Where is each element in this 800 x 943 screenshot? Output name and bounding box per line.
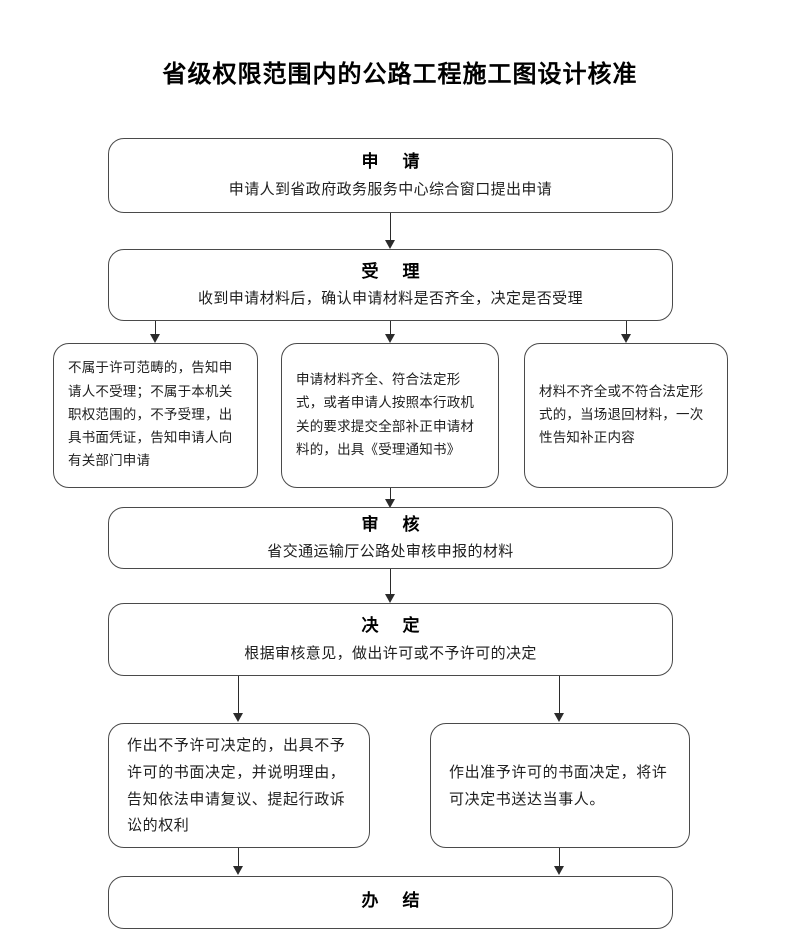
connector-outcome-deny-to-finish	[238, 848, 240, 867]
node-accept: 受 理 收到申请材料后，确认申请材料是否齐全，决定是否受理	[108, 249, 673, 321]
arrow-accept-to-branch-accept	[385, 334, 395, 343]
node-finish-title: 办 结	[361, 890, 429, 911]
node-accept-body: 收到申请材料后，确认申请材料是否齐全，决定是否受理	[197, 289, 583, 308]
connector-branch-accept-to-review	[390, 488, 392, 500]
connector-outcome-approve-to-finish	[559, 848, 561, 867]
connector-accept-to-branch-reject	[155, 321, 157, 334]
node-review-body: 省交通运输厅公路处审核申报的材料	[267, 542, 514, 561]
node-branch-accept-body: 申请材料齐全、符合法定形式，或者申请人按照本行政机关的要求提交全部补正申请材料的…	[296, 372, 475, 458]
connector-accept-to-branch-accept	[390, 321, 392, 334]
node-branch-return-body: 材料不齐全或不符合法定形式的，当场退回材料，一次性告知补正内容	[539, 383, 704, 447]
connector-accept-to-branch-return	[626, 321, 628, 334]
node-decision-title: 决 定	[361, 616, 429, 637]
node-apply: 申 请 申请人到省政府政务服务中心综合窗口提出申请	[108, 138, 673, 213]
node-branch-return: 材料不齐全或不符合法定形式的，当场退回材料，一次性告知补正内容	[524, 343, 728, 488]
node-apply-body: 申请人到省政府政务服务中心综合窗口提出申请	[228, 179, 553, 198]
node-decision-body: 根据审核意见，做出许可或不予许可的决定	[244, 643, 537, 662]
connector-review-to-decision	[390, 569, 392, 594]
arrow-branch-accept-to-review	[385, 499, 395, 508]
page-title: 省级权限范围内的公路工程施工图设计核准	[162, 60, 638, 88]
node-review-title: 审 核	[361, 514, 429, 535]
node-apply-title: 申 请	[361, 152, 429, 173]
node-outcome-deny-body: 作出不予许可决定的，出具不予许可的书面决定，并说明理由，告知依法申请复议、提起行…	[127, 736, 346, 835]
node-accept-title: 受 理	[361, 261, 429, 282]
arrow-accept-to-branch-return	[621, 334, 631, 343]
arrow-apply-to-accept	[385, 240, 395, 249]
connector-apply-to-accept	[390, 213, 392, 240]
node-outcome-approve-body: 作出准予许可的书面决定，将许可决定书送达当事人。	[449, 762, 668, 808]
arrow-decision-to-outcome-approve	[554, 713, 564, 722]
node-outcome-approve: 作出准予许可的书面决定，将许可决定书送达当事人。	[430, 723, 690, 848]
node-outcome-deny: 作出不予许可决定的，出具不予许可的书面决定，并说明理由，告知依法申请复议、提起行…	[108, 723, 370, 848]
node-branch-reject: 不属于许可范畴的，告知申请人不受理；不属于本机关职权范围的，不予受理，出具书面凭…	[53, 343, 258, 488]
arrow-outcome-approve-to-finish	[554, 866, 564, 875]
node-branch-accept: 申请材料齐全、符合法定形式，或者申请人按照本行政机关的要求提交全部补正申请材料的…	[281, 343, 499, 488]
node-decision: 决 定 根据审核意见，做出许可或不予许可的决定	[108, 603, 673, 676]
connector-decision-to-outcome-deny	[238, 676, 240, 714]
node-review: 审 核 省交通运输厅公路处审核申报的材料	[108, 507, 673, 569]
arrow-accept-to-branch-reject	[150, 334, 160, 343]
arrow-outcome-deny-to-finish	[233, 866, 243, 875]
node-finish: 办 结	[108, 876, 673, 929]
arrow-review-to-decision	[385, 594, 395, 603]
node-branch-reject-body: 不属于许可范畴的，告知申请人不受理；不属于本机关职权范围的，不予受理，出具书面凭…	[68, 360, 233, 470]
arrow-decision-to-outcome-deny	[233, 713, 243, 722]
connector-decision-to-outcome-approve	[559, 676, 561, 714]
